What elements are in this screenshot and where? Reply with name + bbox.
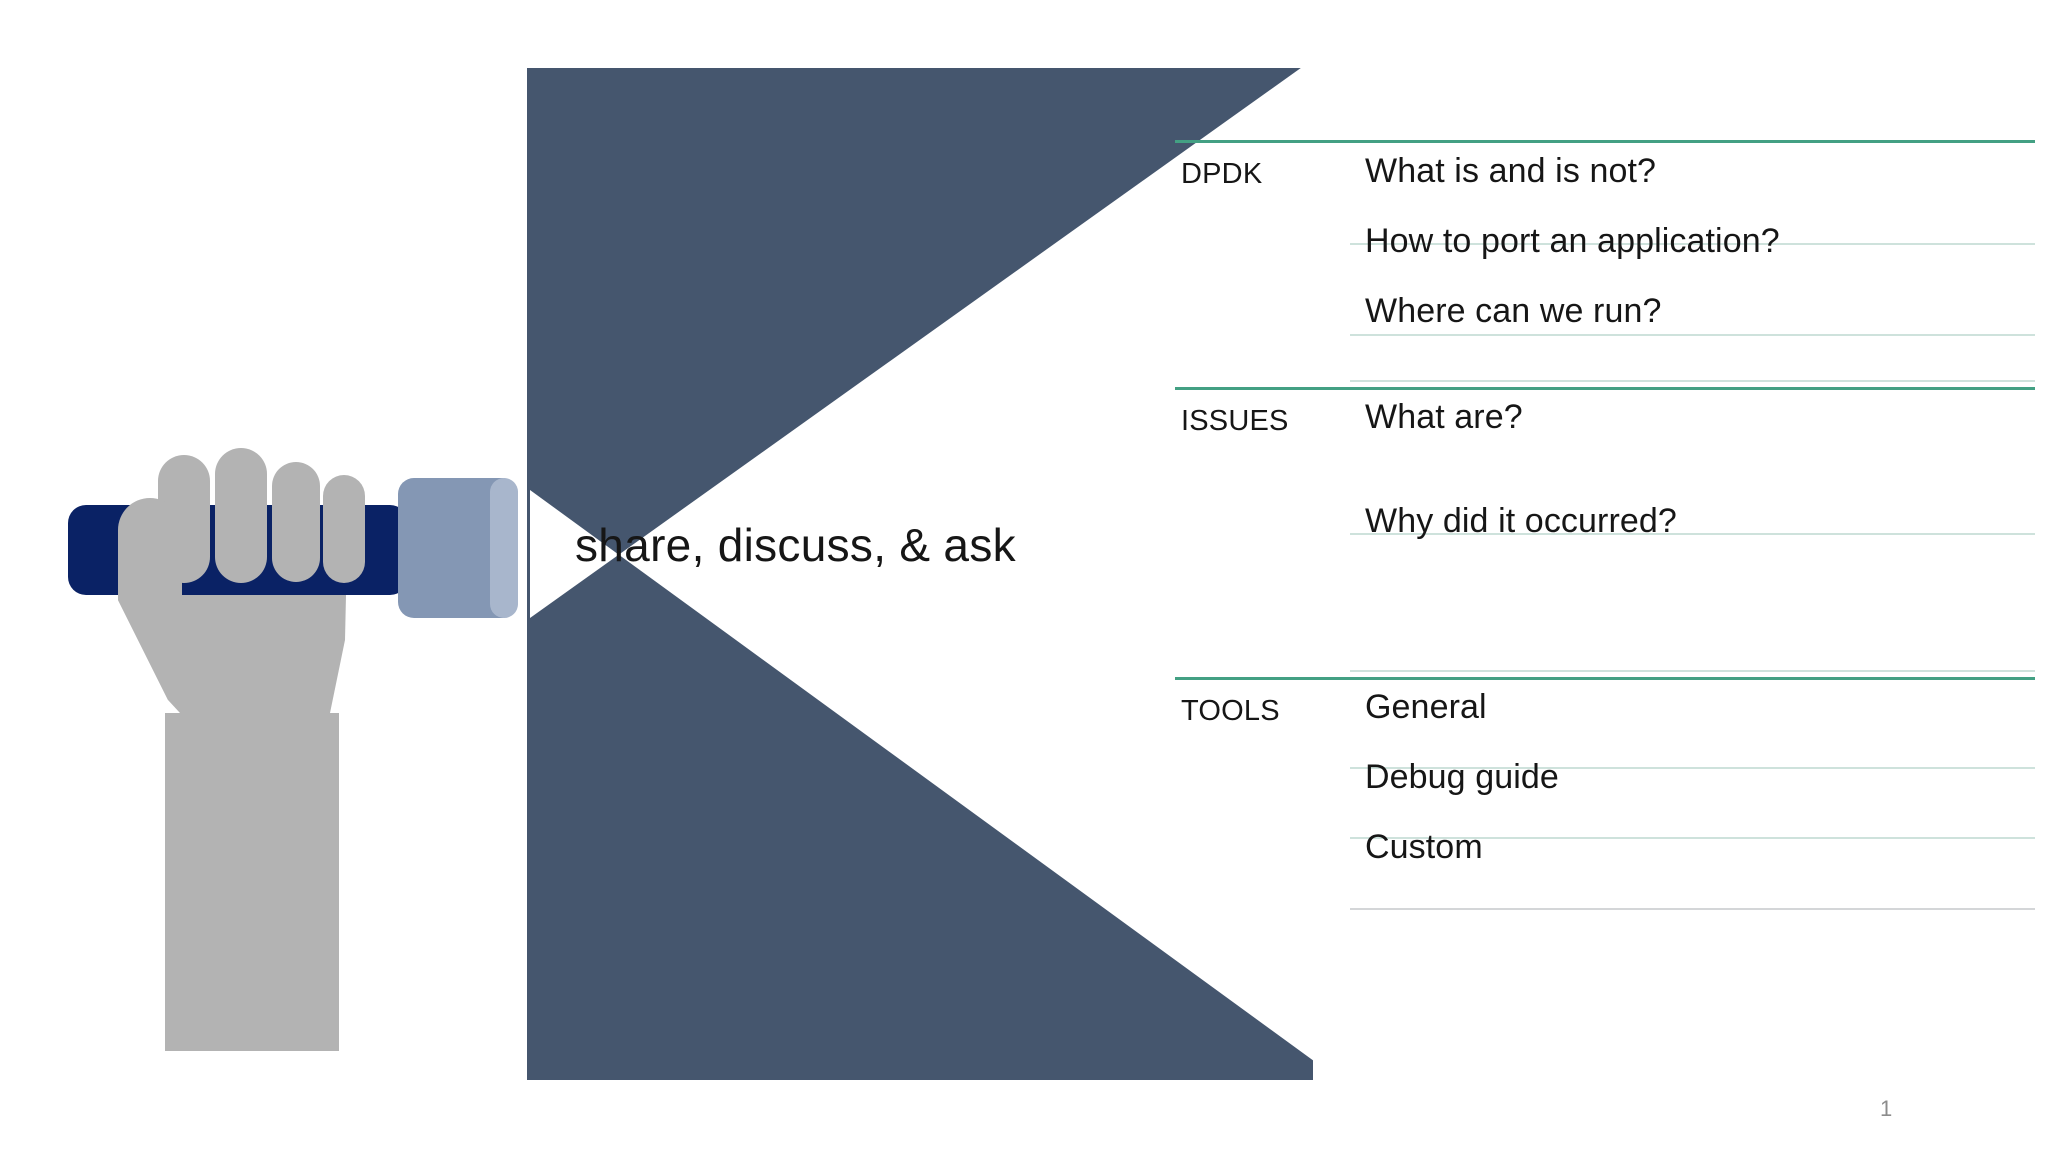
section-label-issues: ISSUES bbox=[1181, 405, 1289, 437]
agenda-item-issues-1[interactable]: Why did it occurred? bbox=[1365, 502, 1677, 540]
page-title: share, discuss, & ask bbox=[575, 519, 1016, 571]
agenda-item-dpdk-0[interactable]: What is and is not? bbox=[1365, 152, 1657, 190]
dark-block-with-beam bbox=[527, 68, 1313, 1080]
page-number: 1 bbox=[1880, 1096, 1893, 1121]
finger-4 bbox=[323, 475, 365, 583]
finger-2 bbox=[215, 448, 267, 583]
flashlight-illustration bbox=[68, 448, 518, 1051]
section-rule-minor-tools bbox=[1350, 670, 2035, 672]
flashlight-head bbox=[398, 478, 518, 618]
dark-block-shape bbox=[527, 68, 1313, 1080]
agenda-item-tools-0[interactable]: General bbox=[1365, 688, 1487, 726]
agenda-item-tools-1[interactable]: Debug guide bbox=[1365, 758, 1559, 796]
finger-3 bbox=[272, 462, 320, 582]
flashlight-head-rim bbox=[490, 478, 518, 618]
section-label-tools: TOOLS bbox=[1181, 695, 1280, 727]
item-rule-dpdk-1 bbox=[1350, 243, 2035, 245]
section-rule-dpdk bbox=[1175, 140, 2035, 143]
item-rule-dpdk-2 bbox=[1350, 334, 2035, 336]
item-rule-tools-1 bbox=[1350, 767, 2035, 769]
item-rule-issues-1 bbox=[1350, 533, 2035, 535]
section-label-dpdk: DPDK bbox=[1181, 158, 1263, 190]
item-rule-tools-2 bbox=[1350, 837, 2035, 839]
section-rule-issues bbox=[1175, 387, 2035, 390]
forearm-shape bbox=[165, 713, 339, 1051]
section-rule-tools bbox=[1175, 677, 2035, 680]
agenda-item-dpdk-2[interactable]: Where can we run? bbox=[1365, 292, 1662, 330]
item-rule-tools-end bbox=[1350, 908, 2035, 910]
agenda-item-dpdk-1[interactable]: How to port an application? bbox=[1365, 222, 1780, 260]
section-rule-minor-issues bbox=[1350, 380, 2035, 382]
agenda-item-issues-0[interactable]: What are? bbox=[1365, 398, 1523, 436]
agenda-item-tools-2[interactable]: Custom bbox=[1365, 828, 1483, 866]
thumb-shape bbox=[118, 498, 182, 700]
